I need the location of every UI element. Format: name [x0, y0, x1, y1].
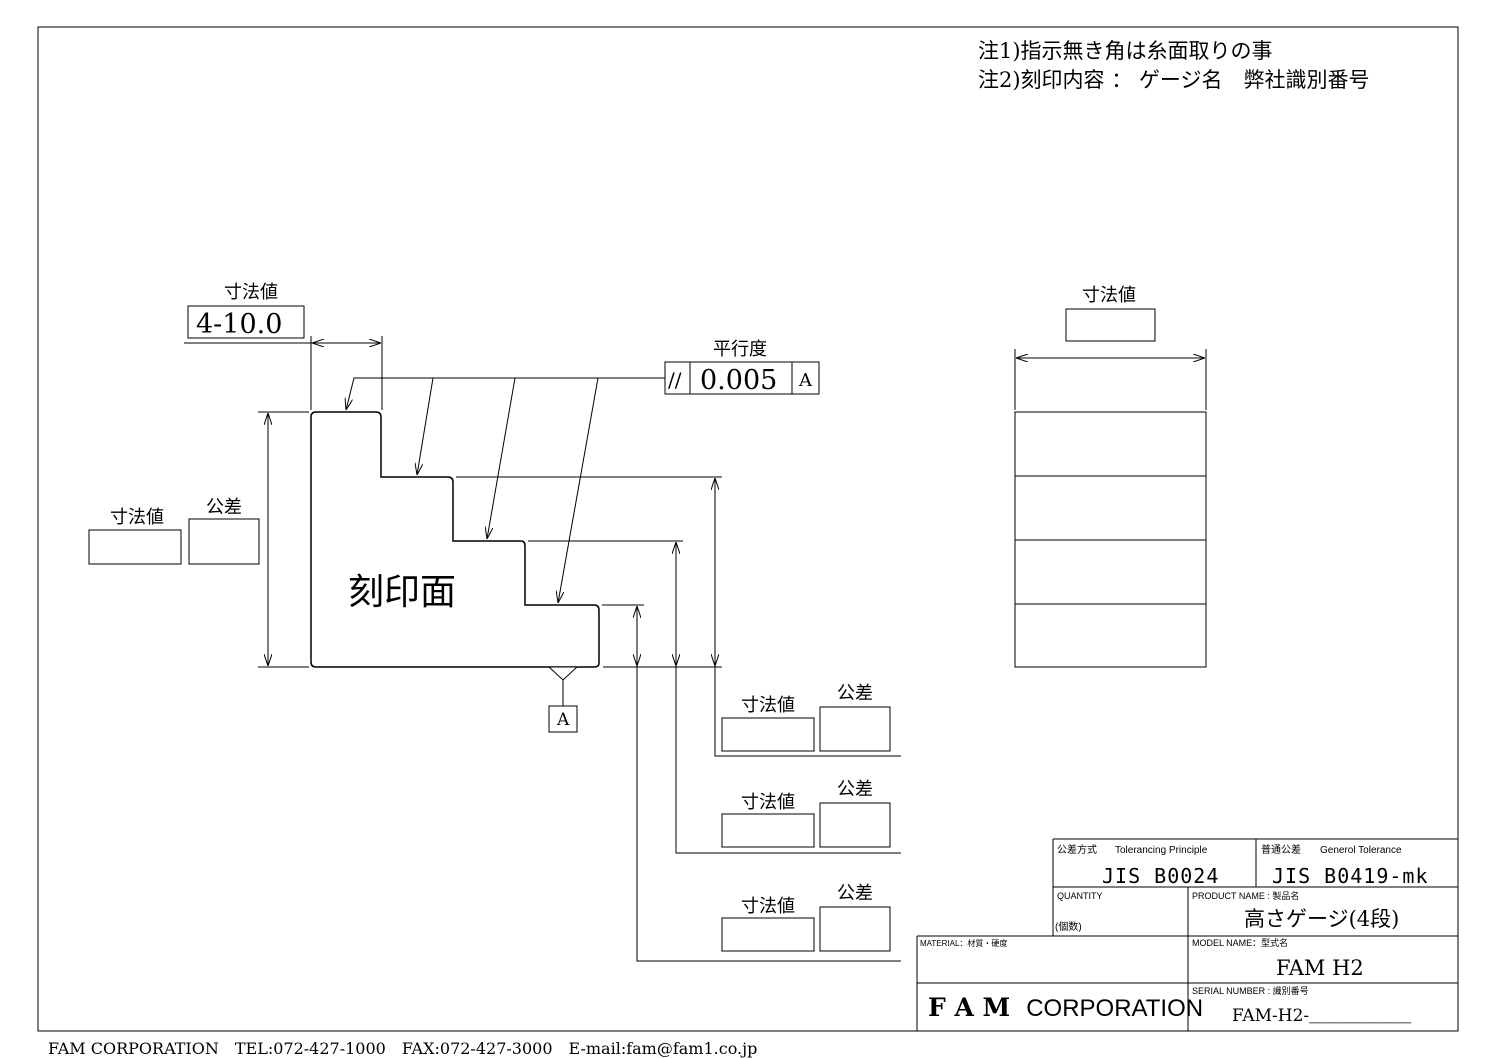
general-tol-value: JIS B0419-mk	[1272, 864, 1429, 888]
step1-label: 寸法値	[741, 695, 795, 716]
step2-leader	[675, 666, 901, 854]
side-view: 刻印面 寸法値 4-10.0 平行度 // 0.005 A 寸法値 公差	[88, 282, 901, 962]
parallel-symbol: //	[668, 368, 682, 392]
front-view: 寸法値	[1014, 285, 1207, 668]
parallel-leader-step2	[417, 377, 434, 475]
model-label: MODEL NAME：型式名	[1192, 937, 1288, 948]
step3-leader	[636, 666, 901, 962]
quantity-label: QUANTITY	[1057, 891, 1103, 901]
note-1: 注1)指示無き角は糸面取りの事	[978, 39, 1273, 63]
datum-triangle	[547, 666, 579, 681]
step2-tol-label: 公差	[837, 779, 873, 800]
engraved-face-label: 刻印面	[348, 572, 456, 613]
note-2: 注2)刻印内容 ： ゲージ名 弊社識別番号	[978, 68, 1369, 92]
general-tol-en: Generol Tolerance	[1320, 845, 1402, 856]
product-label: PRODUCT NAME : 製品名	[1192, 890, 1299, 901]
footer-contact: FAM CORPORATION TEL:072-427-1000 FAX:072…	[48, 1039, 757, 1058]
tol-principle-label: 公差方式	[1057, 843, 1097, 856]
width-value-box	[1065, 308, 1156, 342]
pitch-label: 寸法値	[224, 282, 278, 303]
parallel-leader-step3	[487, 377, 516, 539]
step3-tol-box	[819, 906, 891, 952]
step2-value-box	[721, 813, 815, 848]
front-block-4	[1014, 603, 1207, 668]
tol-principle-value: JIS B0024	[1102, 864, 1219, 888]
datum-letter: A	[556, 710, 570, 730]
model-value: FAM H2	[1276, 956, 1364, 980]
width-label: 寸法値	[1082, 285, 1136, 306]
step1-tol-box	[819, 706, 891, 752]
gauge-outline	[310, 411, 600, 668]
step3-value-box	[721, 917, 815, 952]
company-name: F A M CORPORATION	[928, 993, 1203, 1022]
product-value: 高さゲージ(4段)	[1244, 907, 1399, 931]
sheet-border	[37, 26, 1459, 1032]
parallelism-label: 平行度	[713, 339, 767, 360]
step1-tol-label: 公差	[837, 683, 873, 704]
company-bold: F A M	[928, 993, 1010, 1022]
height-value-box	[88, 529, 182, 565]
step2-label: 寸法値	[741, 792, 795, 813]
front-block-2	[1014, 475, 1207, 541]
parallel-leader-step4	[558, 377, 599, 603]
datum-box	[548, 705, 578, 733]
height-tol-box	[188, 518, 260, 565]
general-tol-label: 普通公差	[1261, 843, 1301, 856]
tol-principle-en: Tolerancing Principle	[1115, 845, 1208, 856]
height-label: 寸法値	[110, 507, 164, 528]
step2-tol-box	[819, 802, 891, 848]
title-block: 公差方式 Tolerancing Principle JIS B0024 普通公…	[916, 838, 1458, 1031]
serial-label: SERIAL NUMBER : 識別番号	[1192, 985, 1309, 996]
fcf-datum-box	[791, 361, 820, 395]
step1-value-box	[721, 717, 815, 752]
material-label: MATERIAL：材質・硬度	[920, 938, 1007, 948]
quantity-sub: (個数)	[1055, 920, 1082, 933]
serial-value: FAM-H2-＿＿＿＿＿＿	[1232, 1006, 1411, 1026]
pitch-value-box	[187, 305, 305, 339]
company-rest: CORPORATION	[1026, 995, 1203, 1022]
step3-tol-label: 公差	[837, 883, 873, 904]
front-block-3	[1014, 539, 1207, 605]
front-block-1	[1014, 411, 1207, 477]
parallel-value: 0.005	[700, 365, 777, 396]
height-tol-label: 公差	[206, 497, 242, 518]
step3-label: 寸法値	[741, 896, 795, 917]
step1-leader	[714, 666, 901, 757]
parallel-leader-main	[346, 377, 665, 410]
pitch-value: 4-10.0	[196, 309, 282, 340]
parallel-datum: A	[798, 370, 813, 391]
